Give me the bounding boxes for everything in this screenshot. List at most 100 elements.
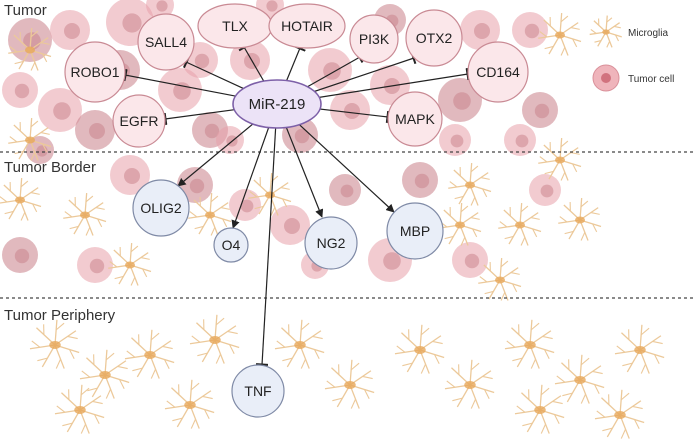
microglia-branch	[197, 352, 208, 357]
tumor-cell-nucleus	[194, 53, 210, 69]
microglia-branch	[350, 362, 360, 371]
microglia-soma	[344, 380, 356, 390]
microglia-process	[499, 279, 509, 301]
microglia-branch	[596, 410, 606, 418]
tumor-cell-icon-nucleus	[601, 73, 611, 83]
node-mbp-label: MBP	[400, 223, 430, 239]
node-mbp: MBP	[386, 202, 444, 260]
node-ng2-circle	[304, 216, 358, 270]
microglia-process	[639, 324, 643, 351]
microglia-branch	[499, 221, 508, 228]
tumor-cell	[77, 247, 113, 283]
microglia-branch	[166, 400, 176, 408]
microglia-branch	[580, 200, 589, 208]
microglia-branch	[556, 375, 566, 383]
microglia-branch	[560, 15, 569, 23]
microglia-cell	[124, 329, 175, 379]
microglia-branch	[191, 335, 201, 343]
microglia-branch	[402, 362, 413, 367]
microglia-branch	[162, 345, 173, 350]
microglia-branch	[454, 195, 464, 200]
microglia-branch	[396, 345, 406, 353]
tumor-cell	[216, 126, 244, 154]
microglia-branch	[55, 322, 65, 331]
microglia-branch	[62, 422, 73, 427]
microglia-process	[619, 389, 623, 416]
microglia-branch	[530, 322, 540, 331]
microglia-branch	[420, 363, 427, 374]
microglia-cell	[108, 243, 152, 286]
microglia-branch	[484, 389, 490, 399]
microglia-branch	[215, 317, 225, 326]
node-tlx-label: TLX	[222, 18, 248, 34]
microglia-process	[539, 384, 543, 411]
microglia-cell	[79, 349, 130, 399]
microglia-branch	[69, 225, 79, 230]
tumor-cell-nucleus	[294, 128, 310, 144]
node-egfr: EGFR	[112, 94, 166, 148]
microglia-soma	[144, 350, 156, 360]
microglia-branch	[9, 46, 18, 53]
microglia-process	[299, 319, 303, 346]
microglia-branch	[504, 235, 514, 240]
microglia-branch	[564, 230, 574, 235]
microglia-process	[579, 354, 583, 381]
microglia-soma	[555, 31, 565, 39]
microglia-branch	[190, 418, 197, 429]
microglia-branch	[530, 217, 540, 220]
tumor-cell	[330, 90, 370, 130]
microglia-soma	[495, 276, 505, 284]
microglia-cell	[0, 178, 42, 221]
microglia-branch	[105, 352, 115, 361]
microglia-cell	[538, 138, 582, 181]
microglia-branch	[132, 367, 143, 372]
microglia-process	[499, 258, 503, 281]
microglia-soma	[515, 221, 525, 229]
tumor-cell-nucleus	[189, 178, 205, 194]
microglia-cell	[438, 203, 482, 246]
microglia-branch	[522, 422, 533, 427]
microglia-branch	[332, 397, 343, 402]
tumor-cell-nucleus	[474, 23, 490, 39]
gene-nodes: SALL4 TLX HOTAIR PI3K OTX2 ROBO1 CD164	[64, 3, 529, 418]
microglia-branch	[616, 345, 626, 353]
microglia-branch	[314, 349, 320, 359]
microglia-branch	[552, 400, 563, 405]
microglia-soma	[184, 400, 196, 410]
microglia-icon	[589, 15, 622, 48]
microglia-branch	[470, 165, 479, 173]
microglia-branch	[470, 398, 477, 409]
microglia-soma	[602, 29, 610, 35]
microglia-process	[469, 384, 480, 409]
node-sall4-circle	[137, 13, 195, 71]
microglia-branch	[594, 384, 600, 394]
microglia-process	[559, 13, 563, 36]
microglia-branch	[500, 260, 509, 268]
microglia-branch	[190, 382, 200, 391]
microglia-branch	[204, 409, 210, 419]
tumor-cell	[158, 68, 202, 112]
microglia-branch	[520, 205, 529, 213]
microglia-cell	[394, 324, 445, 374]
microglia-soma	[555, 156, 565, 164]
microglia-soma	[634, 345, 646, 355]
microglia-branch	[532, 228, 538, 238]
microglia-cell	[614, 324, 665, 374]
microglia-process	[129, 243, 133, 266]
microglia-branch	[30, 62, 36, 71]
microglia-branch	[540, 423, 547, 434]
microglia-cell	[498, 203, 542, 246]
tumor-cell-nucleus	[53, 102, 71, 120]
microglia-branch	[94, 414, 100, 424]
microglia-process	[209, 214, 219, 236]
tumor-cell-nucleus	[540, 184, 554, 198]
tumor-cell	[504, 124, 536, 156]
node-olig2: OLIG2	[132, 179, 190, 237]
microglia-branch	[14, 60, 24, 65]
microglia-process	[149, 354, 160, 379]
tumor-cell	[460, 10, 500, 50]
microglia-cell	[63, 193, 107, 236]
node-tnf-circle	[231, 364, 285, 418]
tumor-cell-nucleus	[240, 199, 254, 213]
